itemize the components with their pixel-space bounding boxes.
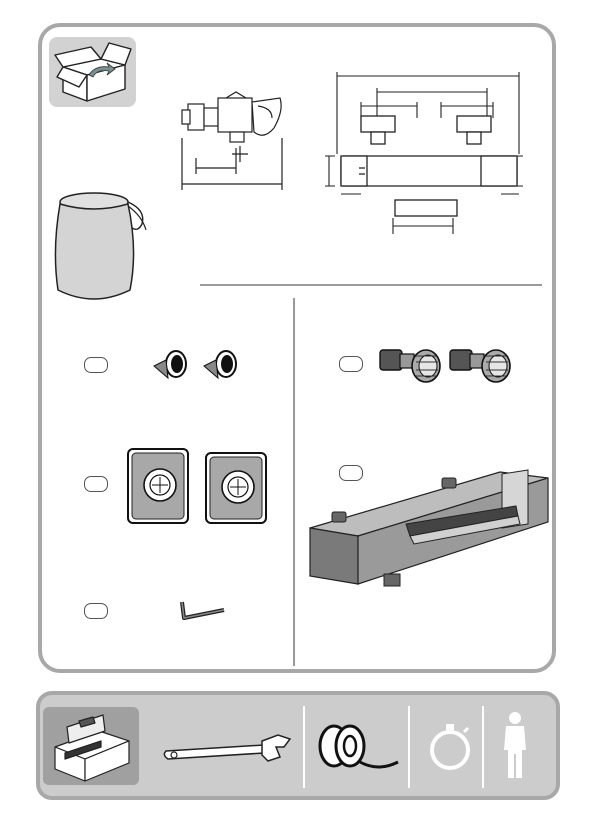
cover-rosette-icon xyxy=(128,449,188,523)
storage-bag xyxy=(48,190,158,305)
checkbox-hex-key[interactable] xyxy=(84,603,108,619)
checkbox-cover-rosettes[interactable] xyxy=(84,476,108,492)
toolbar-separator xyxy=(408,706,410,788)
cone-filter-icon xyxy=(154,351,186,378)
hex-key xyxy=(178,598,228,624)
stopwatch-icon xyxy=(426,718,476,774)
cover-rosette-icon xyxy=(206,453,266,523)
thermostat-body xyxy=(302,462,552,588)
one-person-icon xyxy=(500,710,530,782)
cone-filter-icon xyxy=(204,351,236,378)
side-view-drawing xyxy=(176,88,296,198)
unpacking-box-tile xyxy=(49,37,136,107)
toolbar-separator xyxy=(303,706,305,788)
section-divider xyxy=(200,284,542,286)
storage-bag-icon xyxy=(48,190,158,305)
checkbox-cone-filters[interactable] xyxy=(84,357,108,373)
cover-rosettes xyxy=(126,445,278,527)
eccentric-connectors xyxy=(374,342,524,388)
toolbar-separator xyxy=(482,706,484,788)
tape-tool xyxy=(312,716,402,778)
column-divider xyxy=(293,298,295,666)
eccentric-connector-icon xyxy=(450,350,510,382)
wrench-tool xyxy=(160,725,296,769)
timer-tool xyxy=(426,718,476,774)
checkbox-eccentric-connectors[interactable] xyxy=(339,356,363,372)
sealing-tape-icon xyxy=(312,716,402,778)
front-view-drawing xyxy=(323,70,533,240)
adjustable-wrench-icon xyxy=(160,725,296,769)
person-indicator xyxy=(500,710,530,782)
unpacking-box-icon xyxy=(49,37,136,107)
eccentric-connector-icon xyxy=(380,350,440,382)
toolbox-tile xyxy=(43,707,139,785)
hex-key-icon xyxy=(178,598,228,624)
cone-filters xyxy=(150,346,242,386)
toolbox-icon xyxy=(43,707,139,785)
